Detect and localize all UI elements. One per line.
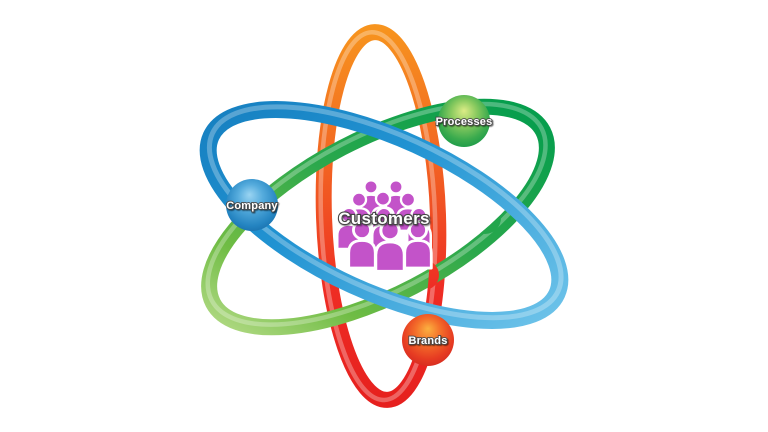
person-icon [403,220,433,270]
node-label-brands: Brands [408,335,447,347]
person-icon [374,219,406,273]
company-sphere [226,179,278,231]
person-icon [347,220,377,270]
brands-sphere [402,314,454,366]
node-label-company: Company [226,200,278,212]
red-orbit [315,24,447,408]
blue-orbit-sheen [206,104,564,321]
node-label-processes: Processes [436,116,493,128]
node-brands: Brands [402,314,454,366]
node-processes: Processes [435,95,493,147]
red-orbit-sheen [318,29,438,403]
green-orbit [201,98,555,336]
blue-orbit [199,101,569,329]
green-orbit-sheen [205,101,548,327]
center-label-customers: Customers [338,209,430,228]
people-group-icon [335,179,433,273]
processes-sphere [438,95,490,147]
node-company: Company [225,179,279,231]
